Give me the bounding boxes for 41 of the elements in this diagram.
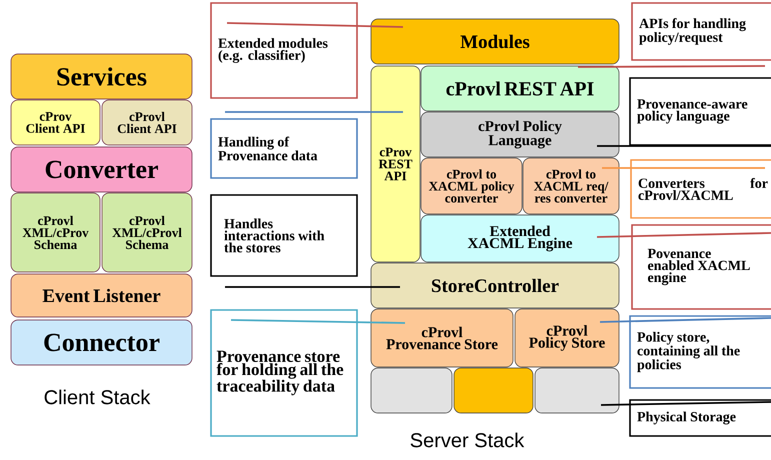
layer-box: cProvl XML/cProvl Schema — [102, 192, 192, 272]
layer-box: cProvl Provenance Store — [370, 308, 514, 368]
layer-box: cProvl REST API — [420, 66, 620, 112]
layer-box: cProvl Client API — [102, 100, 192, 146]
callout-box: Extended modules (e.g. classifier) — [210, 2, 358, 99]
leader-line — [225, 111, 403, 113]
callout-box: Povenance enabled XACML engine — [631, 224, 771, 310]
leader-line — [596, 232, 771, 238]
layer-box: cProv REST API — [370, 66, 420, 262]
layer-box: StoreController — [370, 262, 620, 308]
stack-label: Server Stack — [410, 432, 524, 448]
layer-box: cProvl Policy Language — [420, 112, 620, 158]
layer-box: Modules — [370, 18, 620, 64]
callout-box: APIs for handling policy/request — [631, 2, 771, 61]
stack-label: Client Stack — [44, 390, 150, 404]
layer-box: Event Listener — [10, 274, 192, 318]
callout-box: Provenance store for holding all the traceability data — [210, 309, 358, 437]
leader-line — [597, 145, 771, 147]
callout-box: Provenance-aware policy language — [629, 77, 771, 146]
leader-line — [225, 286, 400, 288]
database-box — [534, 368, 620, 414]
layer-box: cProvl XML/cProv Schema — [10, 192, 100, 272]
layer-box: cProvl Policy Store — [514, 308, 620, 368]
callout-box: Physical Storage — [629, 399, 771, 437]
database-box — [370, 368, 452, 414]
layer-box: cProvl to XACML policy converter — [420, 158, 522, 214]
leader-line — [602, 167, 765, 169]
layer-box: Extended XACML Engine — [420, 214, 620, 262]
database-box — [454, 368, 534, 414]
layer-box: Connector — [10, 320, 192, 366]
layer-box: Services — [10, 54, 192, 100]
layer-box: cProvl to XACML req/ res converter — [522, 158, 620, 214]
leader-line — [231, 319, 406, 324]
leader-line — [600, 317, 771, 323]
callout-box: Handles interactions with the stores — [210, 194, 358, 277]
layer-box: Converter — [10, 146, 192, 192]
callout-box: Handling of Provenance data — [210, 118, 358, 179]
leader-line — [600, 401, 771, 406]
callout-box: Converters for cProvl/XACML — [630, 159, 771, 219]
layer-box: cProv Client API — [10, 100, 100, 146]
callout-box: Policy store, containing all the policies — [629, 315, 771, 389]
